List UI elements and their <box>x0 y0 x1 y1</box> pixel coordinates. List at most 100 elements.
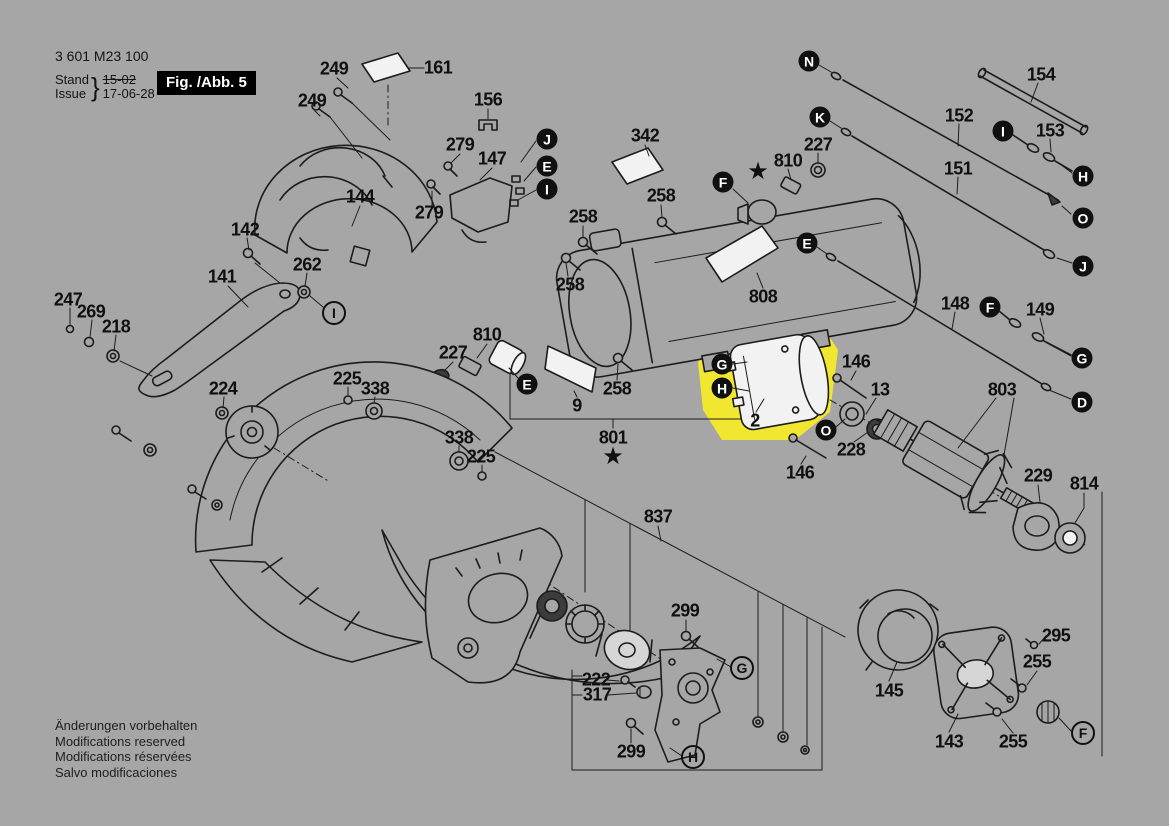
end-cap-145 <box>857 589 939 671</box>
part-label-229: 229 <box>1023 465 1053 486</box>
part-label-143: 143 <box>934 731 964 752</box>
callout-o-filled: O <box>815 419 837 441</box>
part-label-317: 317 <box>582 684 612 705</box>
callout-g-filled: G <box>711 353 733 375</box>
part-label-225: 225 <box>466 446 496 467</box>
part-label-222: 222 <box>581 669 611 690</box>
notice-line-en: Modifications reserved <box>55 733 186 749</box>
part-label-156: 156 <box>473 89 503 110</box>
bearing-814 <box>1054 522 1086 554</box>
part-label-803: 803 <box>987 379 1017 400</box>
brush-holder-top <box>737 162 826 225</box>
callout-f-filled: F <box>979 296 1001 318</box>
callout-i-outlined: I <box>322 301 346 325</box>
part-label-262: 262 <box>292 254 322 275</box>
reservation-notice: Änderungen vorbehalten Modifications res… <box>55 718 197 780</box>
part-label-152: 152 <box>944 105 974 126</box>
part-label-342: 342 <box>630 125 660 146</box>
callout-f-outlined: F <box>1071 721 1095 745</box>
callout-h-filled: H <box>711 377 733 399</box>
part-label-279: 279 <box>445 134 475 155</box>
callout-i-filled: I <box>992 120 1014 142</box>
stand-value: 15-02 <box>102 72 136 87</box>
part-label-801: 801 <box>598 427 628 448</box>
part-label-837: 837 <box>643 506 673 527</box>
callout-e-filled: E <box>796 232 818 254</box>
part-label-227: 227 <box>803 134 833 155</box>
ring-stack-center <box>536 590 651 671</box>
sticker-9 <box>544 345 597 393</box>
part-label-247: 247 <box>53 289 83 310</box>
callout-o-filled: O <box>1072 207 1094 229</box>
clip-156 <box>478 119 498 131</box>
sticker-808 <box>705 225 779 283</box>
bearing-plate-143 <box>933 626 1020 720</box>
part-label-146: 146 <box>841 351 871 372</box>
callout-h-filled: H <box>1072 165 1094 187</box>
part-label-151: 151 <box>943 158 973 179</box>
notice-line-de: Änderungen vorbehalten <box>55 718 198 733</box>
part-label-279: 279 <box>414 202 444 223</box>
part-label-144: 144 <box>345 186 375 207</box>
part-label-258: 258 <box>602 378 632 399</box>
part-label-249: 249 <box>319 58 349 79</box>
part-label-161: 161 <box>423 57 453 78</box>
leader-lines <box>69 64 1073 757</box>
callout-g-filled: G <box>1071 347 1093 369</box>
part-label-148: 148 <box>940 293 970 314</box>
callout-e-filled: E <box>516 373 538 395</box>
part-label-299: 299 <box>616 741 646 762</box>
revision-brace: } <box>90 72 100 102</box>
part-label-810: 810 <box>773 150 803 171</box>
figure-badge: Fig. /Abb. 5 <box>157 71 256 95</box>
sticker-342 <box>611 147 664 185</box>
part-label-147: 147 <box>477 148 507 169</box>
callout-j-filled: J <box>536 128 558 150</box>
issue-label: Issue <box>55 86 87 101</box>
star-marker-2: ★ <box>602 443 624 470</box>
revision-block: Stand Issue } 15-02 17-06-28 <box>55 73 155 101</box>
part-label-269: 269 <box>76 301 106 322</box>
armature-803 <box>872 409 1038 514</box>
callout-g-outlined: G <box>730 656 754 680</box>
issue-value: 17-06-28 <box>102 86 155 101</box>
part-label-13: 13 <box>870 379 890 400</box>
part-label-295: 295 <box>1041 625 1071 646</box>
callout-k-filled: K <box>809 106 831 128</box>
part-label-258: 258 <box>555 274 585 295</box>
brush-holder-left <box>430 339 527 386</box>
part-label-142: 142 <box>230 219 260 240</box>
part-label-228: 228 <box>836 439 866 460</box>
part-label-338: 338 <box>444 427 474 448</box>
callout-i-filled: I <box>536 178 558 200</box>
part-label-149: 149 <box>1025 299 1055 320</box>
part-label-218: 218 <box>101 316 131 337</box>
motor-housing-cap-144 <box>253 144 438 267</box>
switch-147 <box>449 140 537 244</box>
part-label-227: 227 <box>438 342 468 363</box>
notice-line-es: Salvo modificaciones <box>55 764 178 780</box>
callout-f-filled: F <box>712 171 734 193</box>
part-label-338: 338 <box>360 378 390 399</box>
part-label-258: 258 <box>646 185 676 206</box>
part-label-9: 9 <box>572 395 582 416</box>
document-part-number: 3 601 M23 100 <box>55 48 149 64</box>
part-label-153: 153 <box>1035 120 1065 141</box>
part-label-249: 249 <box>297 90 327 111</box>
part-label-808: 808 <box>748 286 778 307</box>
part-label-255: 255 <box>1022 651 1052 672</box>
support-arm-141 <box>138 262 301 398</box>
part-label-146: 146 <box>785 462 815 483</box>
part-label-154: 154 <box>1026 64 1056 85</box>
hub-224 <box>225 405 331 483</box>
part-label-225: 225 <box>332 368 362 389</box>
part-label-299: 299 <box>670 600 700 621</box>
stand-label: Stand <box>55 72 89 87</box>
bearing-bracket-plate <box>654 647 726 763</box>
part-label-814: 814 <box>1069 473 1099 494</box>
part-label-141: 141 <box>207 266 237 287</box>
fasteners <box>65 87 1039 755</box>
guard-flange-sector <box>424 527 563 684</box>
